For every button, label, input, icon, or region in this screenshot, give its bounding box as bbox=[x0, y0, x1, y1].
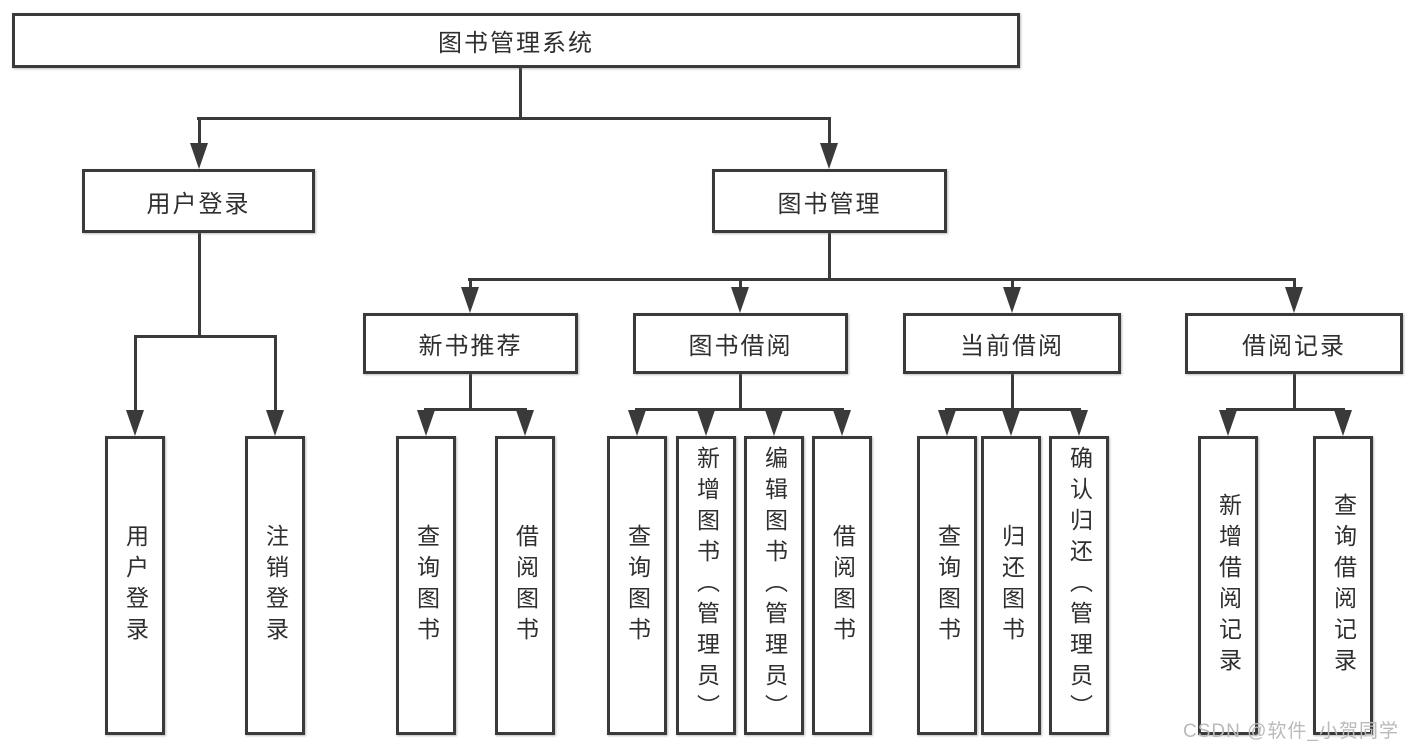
arrowhead-down-icon bbox=[1334, 410, 1352, 436]
leaf-label: 新增借阅记录 bbox=[1215, 492, 1242, 679]
connector-vline bbox=[827, 233, 831, 281]
arrowhead-down-icon bbox=[731, 287, 749, 313]
arrowhead-down-icon bbox=[1002, 410, 1020, 436]
leaf-add-book-admin: 新增图书（管理员） bbox=[676, 436, 736, 735]
connector-vline bbox=[1292, 278, 1296, 289]
arrowhead-down-icon bbox=[820, 143, 838, 169]
connector-hline bbox=[1226, 408, 1345, 411]
connector-vline bbox=[468, 278, 472, 289]
arrowhead-down-icon bbox=[1070, 410, 1088, 436]
leaf-label: 借阅图书 bbox=[829, 523, 856, 648]
leaf-query-book-recommend: 查询图书 bbox=[396, 436, 456, 735]
watermark: CSDN @软件_小贺同学 bbox=[1183, 721, 1399, 742]
arrowhead-down-icon bbox=[266, 410, 284, 436]
connector-hline bbox=[197, 117, 831, 120]
connector-hline bbox=[635, 408, 844, 411]
leaf-query-book-current: 查询图书 bbox=[917, 436, 977, 735]
connector-vline bbox=[827, 117, 831, 146]
arrowhead-down-icon bbox=[190, 143, 208, 169]
leaf-label: 借阅图书 bbox=[512, 523, 539, 648]
arrowhead-down-icon bbox=[765, 410, 783, 436]
arrowhead-down-icon bbox=[461, 287, 479, 313]
connector-vline bbox=[197, 117, 201, 146]
arrowhead-down-icon bbox=[1003, 287, 1021, 313]
leaf-user-login: 用户登录 bbox=[105, 436, 165, 735]
leaf-label: 确认归还（管理员） bbox=[1066, 446, 1093, 725]
leaf-add-borrow-record: 新增借阅记录 bbox=[1198, 436, 1258, 735]
connector-vline bbox=[738, 278, 742, 289]
connector-vline bbox=[1292, 374, 1296, 411]
connector-hline bbox=[945, 408, 1081, 411]
leaf-label: 查询图书 bbox=[934, 523, 961, 648]
connector-vline bbox=[738, 374, 742, 411]
arrowhead-down-icon bbox=[126, 410, 144, 436]
connector-vline bbox=[273, 335, 277, 412]
leaf-confirm-return-admin: 确认归还（管理员） bbox=[1049, 436, 1109, 735]
node-current-borrow: 当前借阅 bbox=[903, 313, 1121, 374]
connector-vline bbox=[1010, 278, 1014, 289]
leaf-return-book: 归还图书 bbox=[981, 436, 1041, 735]
connector-hline bbox=[468, 278, 1296, 281]
leaf-query-book-borrow: 查询图书 bbox=[607, 436, 667, 735]
arrowhead-down-icon bbox=[1219, 410, 1237, 436]
leaf-label: 查询图书 bbox=[413, 523, 440, 648]
leaf-label: 注销登录 bbox=[262, 523, 289, 648]
node-book-management: 图书管理 bbox=[712, 169, 947, 233]
node-borrow-record-label: 借阅记录 bbox=[1242, 333, 1346, 360]
connector-vline bbox=[518, 68, 522, 119]
arrowhead-down-icon bbox=[1285, 287, 1303, 313]
connector-hline bbox=[134, 335, 277, 338]
leaf-label: 归还图书 bbox=[998, 523, 1025, 648]
leaf-label: 编辑图书（管理员） bbox=[761, 446, 788, 725]
node-current-borrow-label: 当前借阅 bbox=[960, 333, 1064, 360]
leaf-borrow-book-recommend: 借阅图书 bbox=[495, 436, 555, 735]
arrowhead-down-icon bbox=[417, 410, 435, 436]
leaf-borrow-book: 借阅图书 bbox=[812, 436, 872, 735]
connector-vline bbox=[133, 335, 137, 412]
node-borrow-record: 借阅记录 bbox=[1185, 313, 1403, 374]
node-new-book-recommend: 新书推荐 bbox=[363, 313, 578, 374]
node-user-login: 用户登录 bbox=[82, 169, 315, 233]
connector-hline bbox=[424, 408, 527, 411]
arrowhead-down-icon bbox=[697, 410, 715, 436]
leaf-label: 查询借阅记录 bbox=[1330, 492, 1357, 679]
arrowhead-down-icon bbox=[516, 410, 534, 436]
node-root: 图书管理系统 bbox=[12, 13, 1020, 68]
connector-vline bbox=[468, 374, 472, 411]
arrowhead-down-icon bbox=[628, 410, 646, 436]
connector-vline bbox=[1010, 374, 1014, 411]
node-new-book-recommend-label: 新书推荐 bbox=[418, 333, 523, 360]
arrowhead-down-icon bbox=[833, 410, 851, 436]
leaf-label: 用户登录 bbox=[122, 523, 149, 648]
leaf-query-borrow-record: 查询借阅记录 bbox=[1313, 436, 1373, 735]
leaf-edit-book-admin: 编辑图书（管理员） bbox=[744, 436, 804, 735]
node-user-login-label: 用户登录 bbox=[146, 190, 251, 218]
connector-vline bbox=[197, 233, 201, 338]
node-root-label: 图书管理系统 bbox=[438, 30, 594, 57]
node-book-borrow: 图书借阅 bbox=[633, 313, 848, 374]
node-book-management-label: 图书管理 bbox=[777, 190, 882, 218]
leaf-label: 查询图书 bbox=[624, 523, 651, 648]
arrowhead-down-icon bbox=[938, 410, 956, 436]
node-book-borrow-label: 图书借阅 bbox=[688, 333, 793, 360]
leaf-logout: 注销登录 bbox=[245, 436, 305, 735]
leaf-label: 新增图书（管理员） bbox=[693, 446, 720, 725]
